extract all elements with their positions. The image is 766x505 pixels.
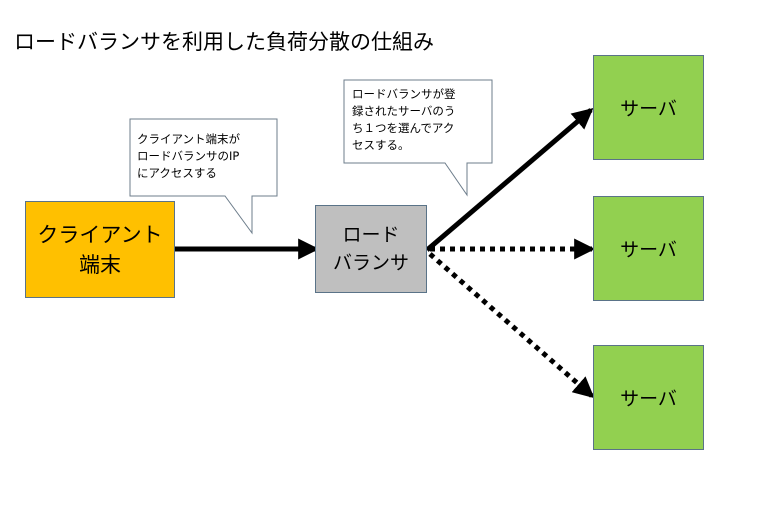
callout-client-bubble [129,118,278,235]
server-box-2: サーバ [593,196,704,301]
diagram-title: ロードバランサを利用した負荷分散の仕組み [14,30,434,54]
load-balancer-label: ロード バランサ [332,224,409,274]
arrow-lb-to-server-3 [428,252,595,399]
client-terminal-label: クライアント 端末 [37,222,163,277]
load-balancer-box: ロード バランサ [315,205,427,293]
callout-lb-text: ロードバランサが登 録されたサーバのう ち１つを選んでアク セスする。 [352,87,456,152]
server-box-1: サーバ [593,55,704,160]
client-terminal-box: クライアント 端末 [25,201,175,298]
server-label-3: サーバ [620,388,677,410]
server-label-1: サーバ [620,98,677,120]
callout-lb-bubble [343,79,493,197]
server-box-3: サーバ [593,345,704,450]
arrow-lb-to-server-1 [425,107,594,252]
callout-client-text: クライアント端末が ロードバランサのIP にアクセスする [137,132,241,180]
server-label-2: サーバ [620,239,677,261]
